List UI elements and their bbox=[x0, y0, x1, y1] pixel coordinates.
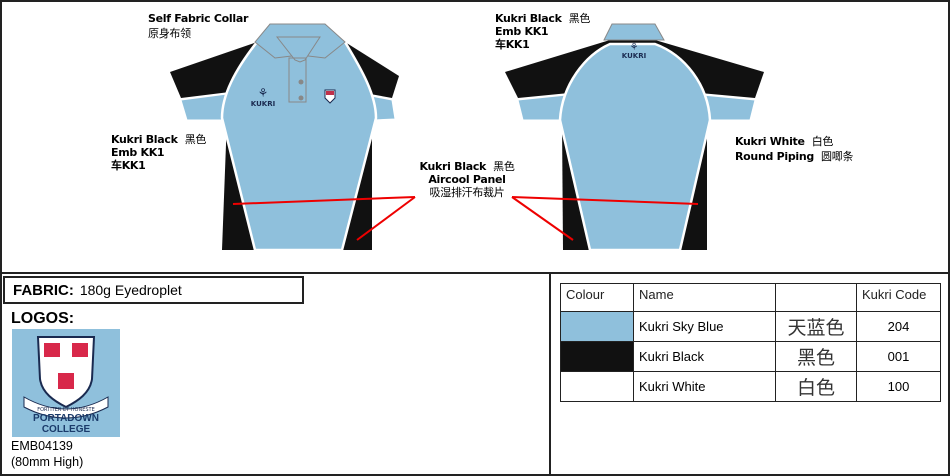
back-sleeve-emb-cn: 车KK1 bbox=[495, 38, 530, 51]
colour-code: 001 bbox=[856, 341, 941, 372]
crest-school-line1: PORTADOWN bbox=[33, 413, 99, 424]
logos-heading: LOGOS: bbox=[11, 310, 75, 327]
table-row: Kukri Sky Blue 天蓝色 204 bbox=[560, 311, 941, 342]
logo-info: EMB04139 (80mm High) bbox=[11, 438, 83, 470]
shirt-drawings: KUKRI ⚘ KUKRI ⚘ bbox=[170, 23, 764, 252]
front-brand-logo: KUKRI bbox=[251, 100, 275, 108]
collar-label-cn: 原身布领 bbox=[148, 27, 191, 40]
colour-name: Kukri Black bbox=[633, 341, 776, 372]
panel-colour-cn: 黑色 bbox=[493, 160, 515, 173]
back-sleeve-annotation: Kukri Black 黑色 Emb KK1 车KK1 bbox=[495, 12, 590, 51]
collar-annotation: Self Fabric Collar 原身布领 bbox=[148, 12, 248, 40]
colour-code: 204 bbox=[856, 311, 941, 342]
logo-size: (80mm High) bbox=[11, 455, 84, 469]
piping-colour-cn: 白色 bbox=[811, 135, 834, 148]
crest-motto: FORTITER ET HONESTE bbox=[37, 407, 95, 413]
back-sleeve-emb: Emb KK1 bbox=[495, 25, 549, 38]
piping-colour: Kukri White bbox=[735, 135, 805, 148]
back-brand-logo: KUKRI bbox=[622, 52, 646, 60]
front-sleeve-colour-cn: 黑色 bbox=[184, 133, 207, 146]
header-colour: Colour bbox=[560, 283, 634, 312]
header-code: Kukri Code bbox=[856, 283, 941, 312]
header-name: Name bbox=[633, 283, 776, 312]
front-shirt: KUKRI ⚘ bbox=[170, 23, 399, 252]
collar-label: Self Fabric Collar bbox=[148, 12, 249, 25]
panel-annotation: Kukri Black 黑色 Aircool Panel 吸湿排汗布裁片 bbox=[404, 160, 530, 199]
svg-text:⚘: ⚘ bbox=[258, 86, 269, 100]
colour-swatch bbox=[560, 311, 634, 342]
colour-name: Kukri White bbox=[633, 371, 776, 402]
fabric-label: FABRIC: bbox=[13, 282, 74, 299]
colour-code: 100 bbox=[856, 371, 941, 402]
crest-school-line2: COLLEGE bbox=[42, 424, 91, 435]
column-divider bbox=[549, 272, 551, 476]
piping-name-cn: 圆唧条 bbox=[821, 150, 854, 163]
panel-name-cn: 吸湿排汗布裁片 bbox=[429, 186, 505, 199]
colour-swatch bbox=[560, 341, 634, 372]
back-shirt: KUKRI ⚘ bbox=[505, 23, 764, 252]
svg-text:⚘: ⚘ bbox=[630, 42, 639, 53]
front-sleeve-emb: Emb KK1 bbox=[111, 146, 165, 159]
header-chinese bbox=[775, 283, 857, 312]
back-sleeve-colour: Kukri Black bbox=[495, 12, 562, 25]
piping-name: Round Piping bbox=[735, 150, 814, 163]
logo-code: EMB04139 bbox=[11, 439, 73, 453]
panel-name: Aircool Panel bbox=[428, 173, 506, 186]
colour-table: Colour Name Kukri Code Kukri Sky Blue 天蓝… bbox=[560, 283, 941, 402]
piping-annotation: Kukri White 白色 Round Piping 圆唧条 bbox=[735, 134, 853, 164]
colour-name: Kukri Sky Blue bbox=[633, 311, 776, 342]
fabric-box: FABRIC: 180g Eyedroplet bbox=[3, 276, 304, 304]
back-sleeve-colour-cn: 黑色 bbox=[568, 12, 591, 25]
colour-name-cn: 天蓝色 bbox=[775, 311, 857, 342]
colour-name-cn: 黑色 bbox=[775, 341, 857, 372]
front-sleeve-emb-cn: 车KK1 bbox=[111, 159, 146, 172]
colour-swatch bbox=[560, 371, 634, 402]
school-crest-logo: FORTITER ET HONESTE PORTADOWN COLLEGE bbox=[12, 329, 120, 437]
section-divider bbox=[0, 272, 950, 274]
panel-colour: Kukri Black bbox=[419, 160, 487, 173]
front-sleeve-colour: Kukri Black bbox=[111, 133, 178, 146]
table-header-row: Colour Name Kukri Code bbox=[560, 283, 941, 312]
table-row: Kukri Black 黑色 001 bbox=[560, 341, 941, 372]
colour-name-cn: 白色 bbox=[775, 371, 857, 402]
callout-lines bbox=[232, 196, 699, 241]
table-row: Kukri White 白色 100 bbox=[560, 371, 941, 402]
front-sleeve-annotation: Kukri Black 黑色 Emb KK1 车KK1 bbox=[111, 133, 206, 172]
fabric-value: 180g Eyedroplet bbox=[79, 282, 182, 298]
